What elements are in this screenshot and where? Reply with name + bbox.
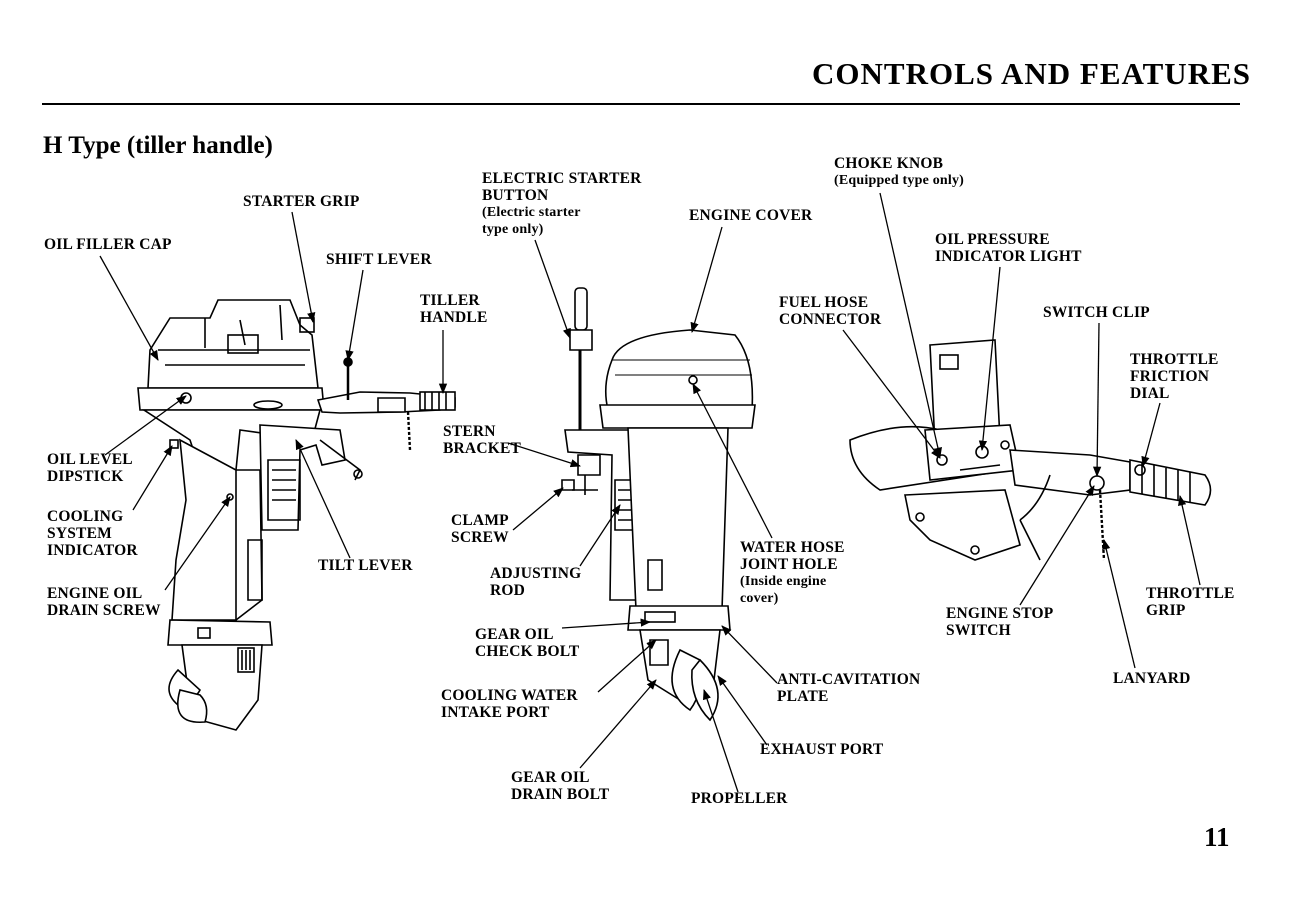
label-engine-cover: ENGINE COVER bbox=[689, 207, 813, 224]
callout-leader-lines bbox=[99, 192, 1201, 793]
label-exhaust-port: EXHAUST PORT bbox=[760, 741, 884, 758]
section-title: H Type (tiller handle) bbox=[43, 132, 273, 159]
header-rule bbox=[42, 103, 1240, 105]
right-tiller-detail-illustration bbox=[849, 339, 1212, 561]
label-oil-filler-cap: OIL FILLER CAP bbox=[44, 236, 172, 253]
label-tilt-lever: TILT LEVER bbox=[318, 557, 413, 574]
label-starter-grip: STARTER GRIP bbox=[243, 193, 360, 210]
page-number: 11 bbox=[1204, 822, 1230, 852]
label-propeller: PROPELLER bbox=[691, 790, 788, 807]
label-lanyard: LANYARD bbox=[1113, 670, 1191, 687]
label-choke-knob: CHOKE KNOB(Equipped type only) bbox=[834, 155, 965, 188]
middle-motor-illustration bbox=[561, 287, 756, 722]
label-switch-clip: SWITCH CLIP bbox=[1043, 304, 1150, 321]
label-shift-lever: SHIFT LEVER bbox=[326, 251, 432, 268]
left-motor-illustration bbox=[137, 299, 456, 731]
page-header-title: CONTROLS AND FEATURES bbox=[812, 56, 1252, 91]
